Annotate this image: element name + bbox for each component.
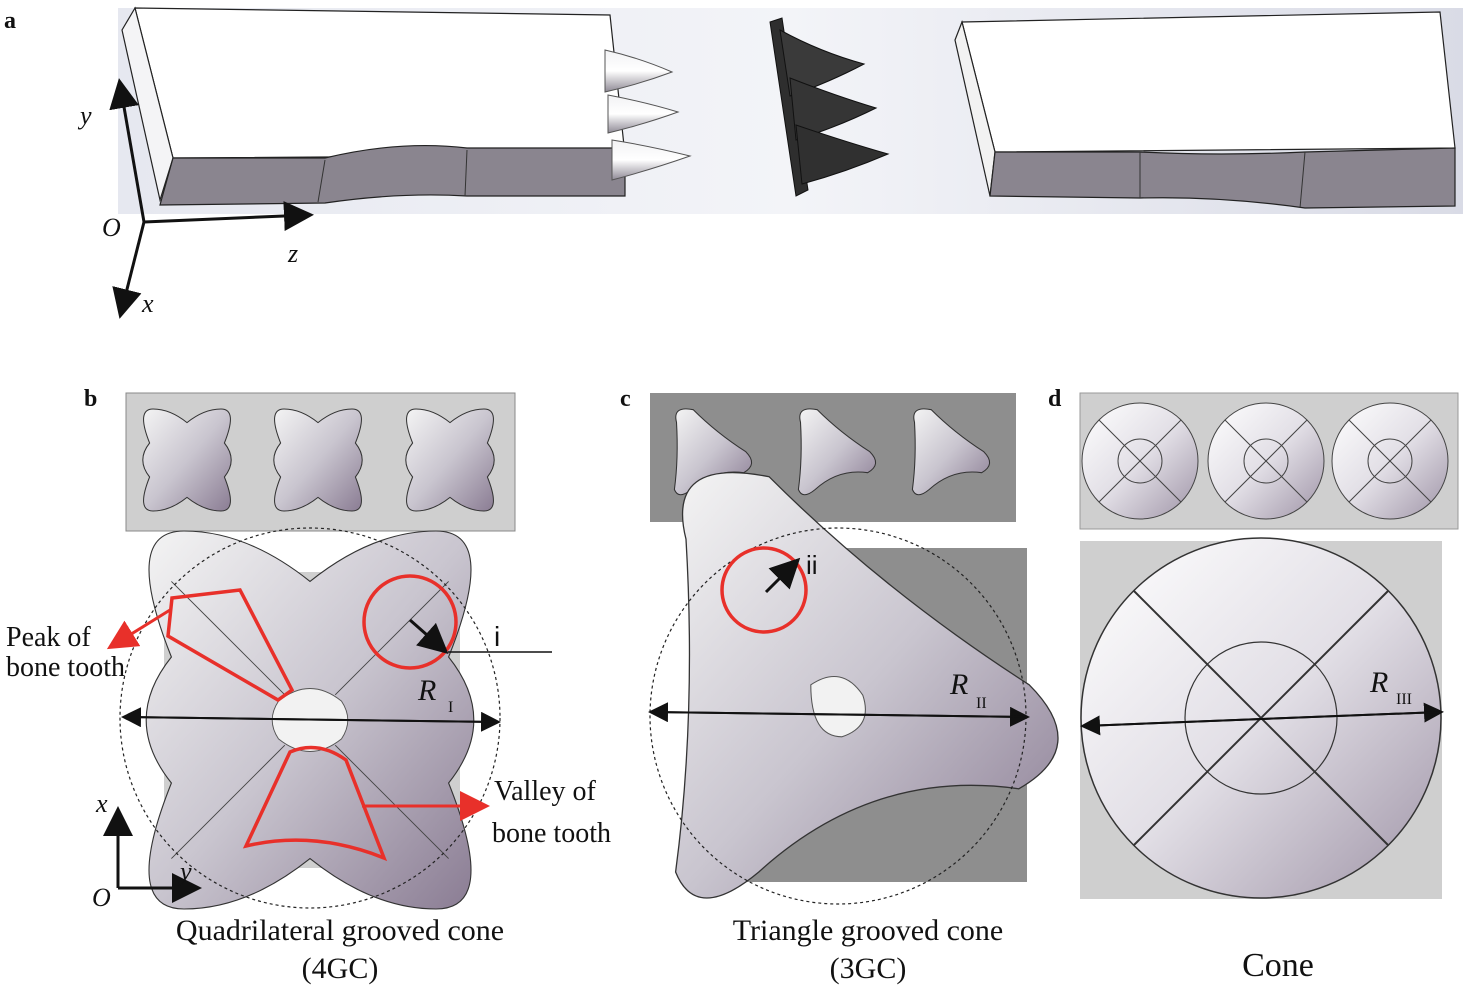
valley-label-line1: Valley of bbox=[494, 776, 597, 807]
axis-origin-label-b: O bbox=[92, 883, 111, 912]
panel-c-label: c bbox=[620, 386, 631, 412]
tri-cone-diameter-arrow-left bbox=[648, 702, 1027, 723]
panel-a-label: a bbox=[4, 8, 16, 34]
detail-i-arrow bbox=[409, 618, 449, 654]
panel-c-caption-line2: (3GC) bbox=[830, 952, 907, 985]
cone-radius-subscript: III bbox=[1396, 691, 1412, 708]
panel-b-caption-line1: Quadrilateral grooved cone bbox=[176, 914, 504, 947]
panel-d-caption: Cone bbox=[1242, 947, 1314, 984]
quad-cone-radius-subscript: I bbox=[448, 699, 453, 716]
tri-cone-radius-label: R bbox=[949, 668, 968, 701]
panel-c-caption-line1: Triangle grooved cone bbox=[733, 914, 1004, 947]
bone-teeth-spikes bbox=[604, 49, 692, 181]
detail-i-marker: i bbox=[494, 621, 500, 652]
axis-y-label-b: y bbox=[177, 857, 192, 886]
peak-highlight-outline bbox=[166, 588, 295, 703]
peak-pointer-arrow bbox=[106, 608, 171, 650]
tri-cone-radius-subscript: II bbox=[976, 695, 987, 712]
quad-cone-diameter-arrow-left bbox=[121, 707, 498, 728]
panel-b-caption-line2: (4GC) bbox=[302, 952, 379, 985]
detail-ii-arrow bbox=[764, 557, 801, 594]
detail-ii-marker: ii bbox=[806, 550, 818, 580]
tri-cone-detail-shape bbox=[676, 473, 1058, 898]
cone-thumbnails bbox=[1081, 402, 1449, 520]
axis-y-label-a: y bbox=[77, 101, 92, 130]
cone-diameter-arrow-left bbox=[1080, 711, 1441, 736]
dark-insert-part bbox=[769, 17, 890, 197]
left-bone-bar bbox=[121, 6, 626, 206]
quad-cone-radius-label: R bbox=[417, 674, 436, 707]
panel-d: d R III Cone bbox=[1048, 386, 1459, 984]
panel-d-label: d bbox=[1048, 386, 1062, 412]
axis-origin-label-a: O bbox=[102, 213, 121, 242]
panel-a: a bbox=[4, 6, 1463, 319]
peak-label-line1: Peak of bbox=[6, 622, 91, 653]
peak-label-line2: bone tooth bbox=[6, 652, 125, 683]
right-bone-bar bbox=[954, 11, 1456, 209]
valley-highlight-outline bbox=[242, 745, 388, 862]
quad-cone-thumbnails bbox=[142, 408, 495, 512]
axis-x-label-a: x bbox=[141, 289, 154, 318]
axes-triad-b: x y O bbox=[92, 789, 202, 912]
axes-triad-a: y O z x bbox=[77, 78, 314, 319]
axis-z-label-a: z bbox=[287, 239, 298, 268]
cone-radius-label: R bbox=[1369, 666, 1388, 699]
detail-i-circle bbox=[362, 574, 458, 670]
panel-c: c R II ii Triangle grooved cone (3GC) bbox=[620, 386, 1058, 985]
detail-ii-circle bbox=[720, 546, 808, 634]
axis-x-label-b: x bbox=[95, 789, 108, 818]
panel-b-label: b bbox=[84, 386, 97, 412]
valley-label-line2: bone tooth bbox=[492, 818, 611, 849]
cone-detail-shape bbox=[1080, 537, 1442, 899]
panel-b: b R I i Peak of bone tooth bbox=[6, 386, 611, 985]
